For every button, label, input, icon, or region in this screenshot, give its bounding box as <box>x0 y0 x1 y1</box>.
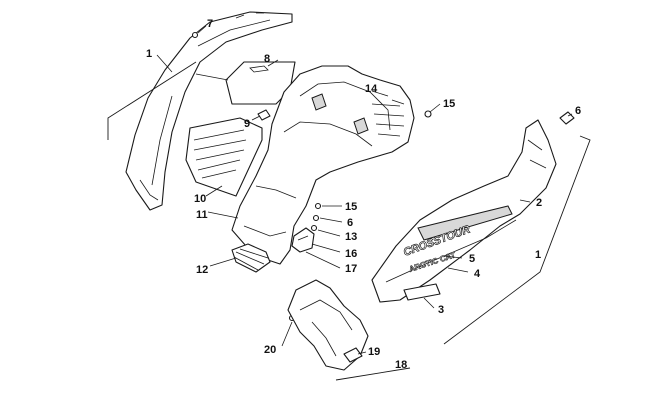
fastener-19 <box>343 347 363 363</box>
callout-3: 3 <box>438 304 444 316</box>
fastener-6-mid <box>312 214 320 222</box>
callout-1-right: 1 <box>535 249 541 261</box>
callout-4: 4 <box>474 268 481 280</box>
callout-7: 7 <box>207 18 213 30</box>
callout-17: 17 <box>345 263 357 275</box>
vent-grille <box>185 117 263 197</box>
callout-19: 19 <box>368 346 380 358</box>
clip-9 <box>257 109 271 121</box>
callout-9: 9 <box>244 118 250 130</box>
callout-2: 2 <box>536 197 542 209</box>
stripe-decal <box>417 205 513 241</box>
fastener-15-top <box>424 110 432 118</box>
callout-16: 16 <box>345 248 357 260</box>
callout-18: 18 <box>395 359 407 371</box>
lower-front-panel <box>287 279 369 371</box>
callout-1-left: 1 <box>146 48 152 60</box>
callout-14: 14 <box>365 83 378 95</box>
callout-8: 8 <box>264 53 270 65</box>
callout-6-top: 6 <box>575 105 581 117</box>
small-decal-3 <box>403 283 441 301</box>
callout-6-mid: 6 <box>347 217 353 229</box>
assembly-brackets <box>107 61 591 381</box>
fastener-13 <box>310 224 318 232</box>
callout-5: 5 <box>469 253 475 265</box>
front-hood <box>231 65 415 265</box>
fastener-15-mid <box>314 202 322 210</box>
callout-11: 11 <box>196 209 208 221</box>
callout-12: 12 <box>196 264 208 276</box>
callout-15-mid: 15 <box>345 201 357 213</box>
fastener-6-top <box>559 111 575 125</box>
mesh-screen <box>231 243 271 273</box>
left-side-panel <box>125 11 293 211</box>
callout-13: 13 <box>345 231 357 243</box>
mount-bracket <box>291 227 315 253</box>
callout-labels: 1 7 8 9 10 11 12 14 15 6 2 1 5 4 3 15 6 … <box>146 18 581 371</box>
callout-20: 20 <box>264 344 276 356</box>
leader-lines <box>156 25 573 355</box>
fastener-7 <box>191 31 199 39</box>
callout-10: 10 <box>194 193 206 205</box>
callout-15-top: 15 <box>443 98 455 110</box>
